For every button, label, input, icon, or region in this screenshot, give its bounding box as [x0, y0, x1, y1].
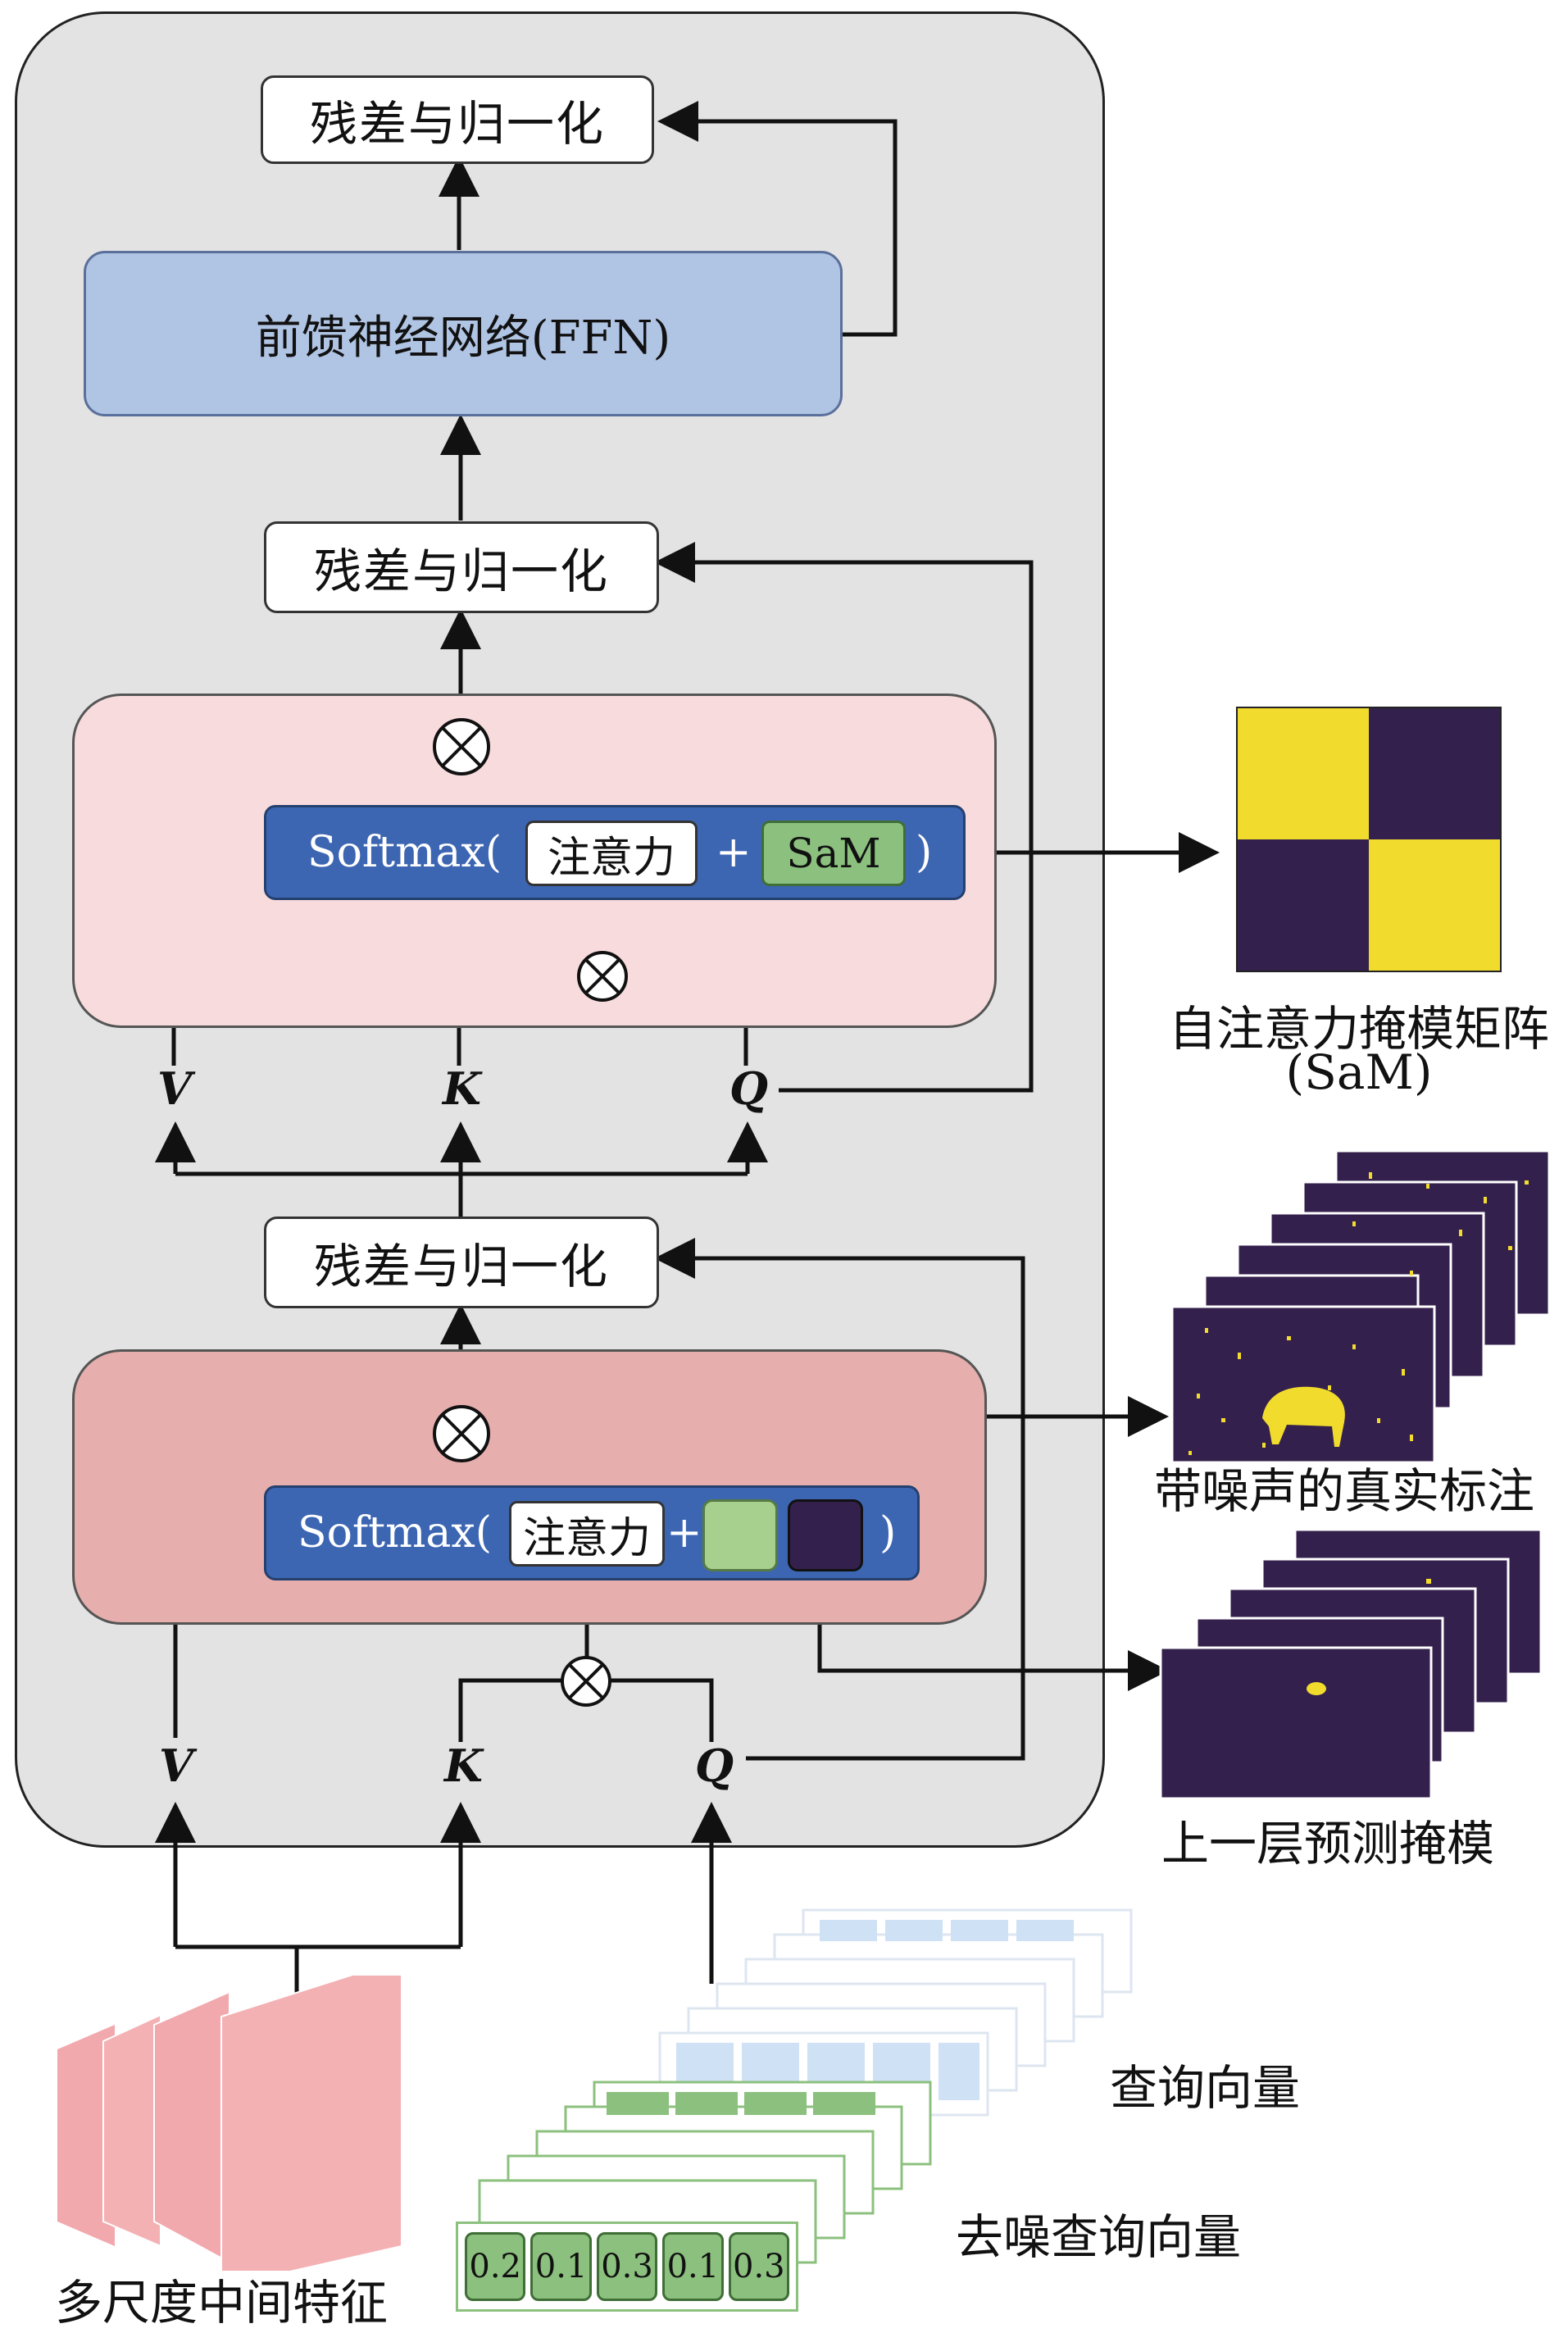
- attention-label-box: 注意力: [525, 821, 698, 886]
- attention-label-box: 注意力: [509, 1501, 665, 1567]
- v-input-upper: V: [157, 1062, 192, 1115]
- features-caption: 多尺度中间特征: [54, 2275, 388, 2331]
- denoise-query-front: 0.2 0.1 0.3 0.1 0.3: [456, 2222, 798, 2312]
- softmax-label: Softmax(: [307, 828, 502, 877]
- ffn-block: 前馈神经网络(FFN): [84, 251, 843, 416]
- q-input-upper: Q: [729, 1062, 769, 1115]
- softmax-bar-lower: Softmax( 注意力 + ): [264, 1485, 920, 1580]
- noisy-gt-slot: [702, 1499, 778, 1571]
- prev-mask-caption: 上一层预测掩模: [1161, 1816, 1494, 1871]
- noisy-gt-stack: [1170, 1149, 1551, 1464]
- q-input-lower: Q: [695, 1740, 734, 1792]
- sam-matrix: [1236, 707, 1502, 972]
- k-input-upper: K: [443, 1062, 481, 1115]
- residual-norm-bottom: 残差与归一化: [264, 1217, 659, 1308]
- k-input-lower: K: [444, 1740, 483, 1792]
- softmax-bar-upper: Softmax( 注意力 + SaM ): [264, 805, 966, 900]
- noisy-gt-caption: 带噪声的真实标注: [1153, 1463, 1534, 1519]
- denoise-value-cell: 0.3: [728, 2232, 790, 2301]
- sam-box: SaM: [761, 821, 906, 886]
- close-paren: ): [916, 828, 933, 877]
- denoise-value-cell: 0.3: [596, 2232, 658, 2301]
- softmax-label: Softmax(: [298, 1508, 492, 1558]
- query-caption: 查询向量: [1109, 2060, 1300, 2116]
- prev-mask-slot: [788, 1499, 863, 1571]
- denoise-value-cell: 0.1: [530, 2232, 592, 2301]
- multiply-icon: [433, 718, 490, 775]
- denoise-value-cell: 0.1: [662, 2232, 724, 2301]
- denoise-caption: 去噪查询向量: [955, 2209, 1241, 2265]
- residual-norm-top: 残差与归一化: [261, 75, 654, 164]
- multi-scale-features: [57, 1976, 402, 2271]
- multiply-icon: [561, 1656, 611, 1707]
- sam-caption-line2: (SaM): [1285, 1044, 1433, 1100]
- sam-caption-line1: 自注意力掩模矩阵: [1168, 1001, 1549, 1057]
- close-paren: ): [879, 1508, 897, 1558]
- multiply-icon: [577, 951, 628, 1002]
- residual-norm-middle: 残差与归一化: [264, 521, 659, 613]
- prev-mask-stack: [1159, 1528, 1543, 1800]
- plus-sign: +: [716, 828, 752, 877]
- multiply-icon: [433, 1405, 490, 1462]
- query-vectors: [658, 1908, 1133, 2117]
- denoise-value-cell: 0.2: [465, 2232, 526, 2301]
- v-input-lower: V: [159, 1740, 193, 1792]
- plus-sign: +: [666, 1508, 702, 1558]
